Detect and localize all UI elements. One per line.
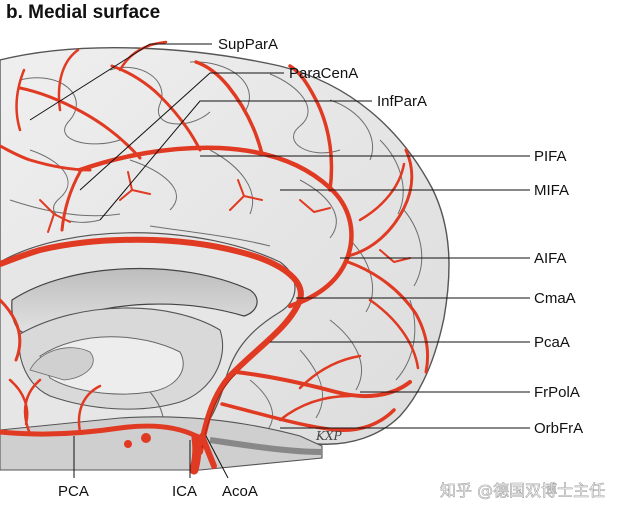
label-ica: ICA <box>172 483 197 500</box>
label-frpolA: FrPolA <box>534 384 580 401</box>
label-orbfrA: OrbFrA <box>534 420 583 437</box>
label-mifa: MIFA <box>534 182 569 199</box>
fornix-detail <box>29 347 94 381</box>
label-pcaA: PcaA <box>534 334 570 351</box>
label-pifa: PIFA <box>534 148 567 165</box>
figure-title: b. Medial surface <box>6 2 161 23</box>
gyral-folds <box>9 61 423 433</box>
artist-signature: KXP <box>315 429 343 443</box>
label-aifa: AIFA <box>534 250 567 267</box>
arterial-tree <box>0 40 430 475</box>
label-cmaA: CmaA <box>534 290 576 307</box>
watermark: 知乎 @德国双博士主任 <box>440 481 605 500</box>
label-acoA: AcoA <box>222 483 258 500</box>
optic-nerve <box>209 437 323 455</box>
label-supparA: SupParA <box>218 36 278 53</box>
label-paracenA: ParaCenA <box>289 65 358 82</box>
label-pca: PCA <box>58 483 89 500</box>
label-leader-lines <box>29 43 530 479</box>
label-infparA: InfParA <box>377 93 427 110</box>
